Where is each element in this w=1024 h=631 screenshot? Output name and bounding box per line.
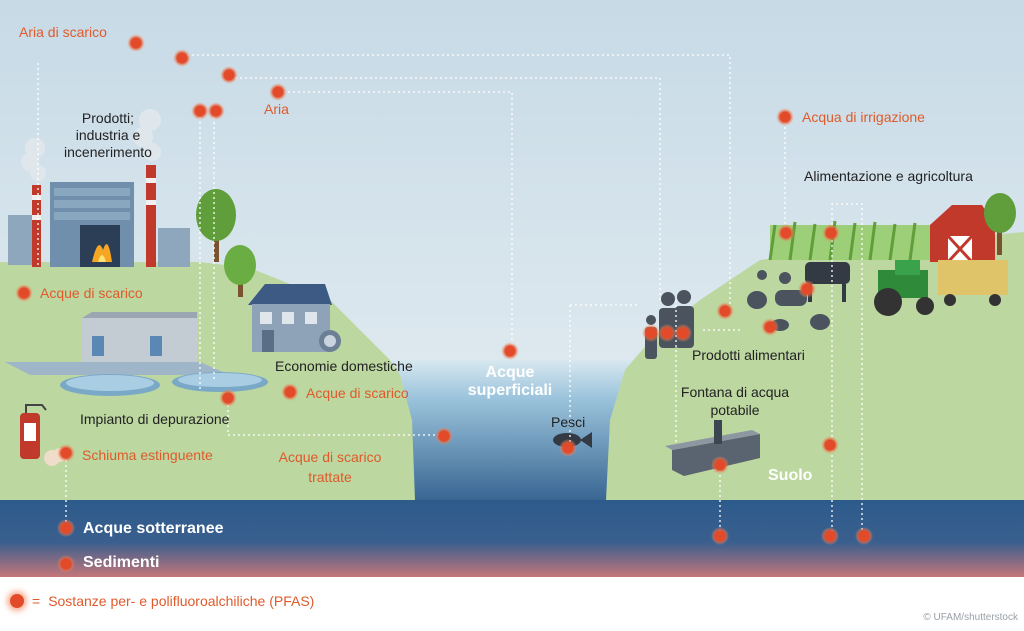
label-acqua-irrigazione: Acqua di irrigazione (802, 109, 925, 125)
label-schiuma: Schiuma estinguente (82, 447, 213, 463)
legend-pfas-dot (10, 594, 24, 608)
label-acque-superficiali-line1: Acque (485, 364, 535, 381)
pfas-dot (269, 83, 287, 101)
pfas-dot (281, 383, 299, 401)
groundwater-band (0, 500, 1024, 577)
pfas-dot (821, 527, 839, 545)
legend-text: Sostanze per- e polifluoroalchiliche (PF… (48, 593, 315, 609)
pfas-dot (219, 389, 237, 407)
label-acque-scarico-mid: Acque di scarico (306, 385, 409, 401)
label-acque-trattate-line1: Acque di scarico (278, 449, 382, 465)
pfas-dot (57, 555, 75, 573)
pfas-dot (559, 439, 577, 457)
label-prodotti-industria: Prodotti; industria e incenerimento (48, 110, 168, 161)
pfas-dot (501, 342, 519, 360)
pfas-dot (822, 224, 840, 242)
pfas-dot (716, 302, 734, 320)
pfas-dot (761, 318, 779, 336)
label-fontana: Fontana di acqua potabile (670, 383, 800, 419)
label-suolo: Suolo (768, 467, 813, 484)
label-fontana-line1: Fontana di acqua (680, 384, 790, 400)
corn-field (768, 220, 940, 261)
flow-lines (37, 54, 863, 535)
label-prodotti-line2: industria e (75, 127, 141, 143)
drinking-fountain (665, 420, 760, 476)
label-acque-trattate-line2: trattate (308, 469, 352, 485)
label-acque-scarico-left: Acque di scarico (40, 285, 143, 301)
label-aria: Aria (264, 101, 289, 117)
label-prodotti-alimentari: Prodotti alimentari (692, 347, 805, 363)
label-prodotti-line1: Prodotti; (81, 110, 135, 126)
tractor (874, 260, 1008, 316)
treatment-plant (5, 312, 268, 396)
pfas-dot (711, 456, 729, 474)
label-acque-trattate: Acque di scarico trattate (270, 447, 390, 487)
legend: = Sostanze per- e polifluoroalchiliche (… (10, 593, 314, 609)
pfas-dot (711, 527, 729, 545)
legend-band (0, 577, 1024, 631)
pfas-dot (821, 436, 839, 454)
pfas-dot (776, 108, 794, 126)
pfas-dot (173, 49, 191, 67)
pfas-dot (658, 324, 676, 342)
pfas-dot (674, 324, 692, 342)
pfas-dots (15, 34, 873, 573)
label-pesci: Pesci (551, 414, 586, 430)
image-credit: © UFAM/shutterstock (923, 612, 1018, 623)
label-sedimenti: Sedimenti (83, 554, 160, 571)
pfas-dot (191, 102, 209, 120)
label-fontana-line2: potabile (710, 402, 760, 418)
pfas-dot (798, 280, 816, 298)
pfas-dot (220, 66, 238, 84)
pfas-dot (855, 527, 873, 545)
label-acque-superficiali-line2: superficiali (467, 382, 553, 399)
pfas-dot (127, 34, 145, 52)
label-impianto: Impianto di depurazione (80, 411, 230, 427)
legend-equals: = (32, 593, 41, 609)
pfas-dot (57, 519, 75, 537)
barn (930, 205, 995, 264)
pfas-dot (207, 102, 225, 120)
pfas-dot (57, 444, 75, 462)
pfas-dot (777, 224, 795, 242)
label-economie-domestiche: Economie domestiche (275, 358, 413, 374)
label-prodotti-line3: incenerimento (64, 144, 152, 160)
label-acque-sotterranee: Acque sotterranee (83, 520, 224, 537)
pfas-dot (642, 324, 660, 342)
pfas-dot (435, 427, 453, 445)
house (248, 284, 341, 352)
label-aria-scarico: Aria di scarico (19, 24, 107, 40)
label-alimentazione: Alimentazione e agricoltura (804, 168, 973, 184)
label-acque-superficiali: Acque superficiali (455, 364, 565, 400)
pfas-dot (15, 284, 33, 302)
tree-right (984, 193, 1016, 255)
trees-left (196, 189, 256, 297)
factory (8, 109, 190, 267)
